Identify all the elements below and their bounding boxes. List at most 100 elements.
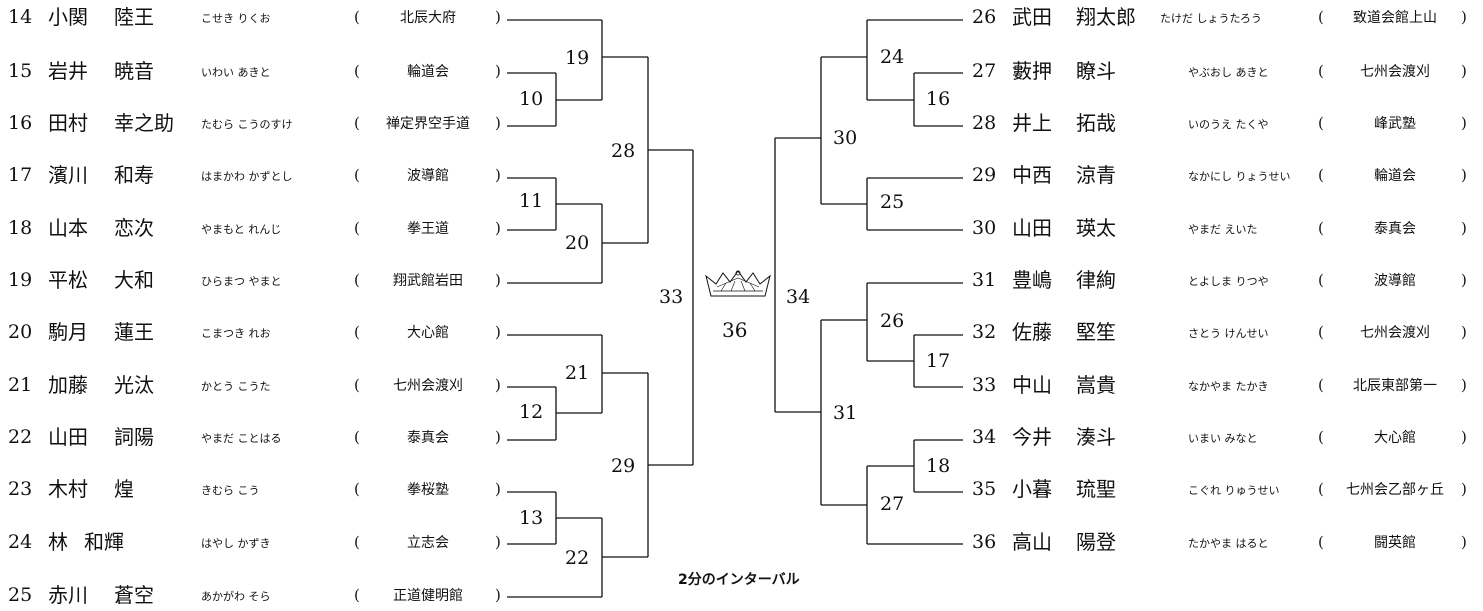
name-reading: いまい みなと — [1188, 432, 1258, 445]
paren-close: ) — [495, 62, 501, 80]
given-name: 瞭斗 — [1076, 59, 1116, 83]
name-reading: いのうえ たくや — [1188, 118, 1269, 131]
entry-number: 24 — [8, 531, 33, 553]
given-name: 大和 — [114, 268, 154, 292]
dojo-name: 翔武館岩田 — [393, 273, 463, 289]
name-reading: やまもと れんじ — [201, 223, 282, 236]
name-reading: ひらまつ やまと — [201, 275, 282, 288]
given-name: 光汰 — [114, 373, 154, 397]
surname: 豊嶋 — [1012, 268, 1052, 292]
dojo-name: 大心館 — [407, 325, 449, 341]
surname: 藪押 — [1012, 59, 1052, 83]
given-name: 涼青 — [1076, 163, 1116, 187]
paren-close: ) — [495, 114, 501, 132]
paren-close: ) — [495, 219, 501, 237]
paren-open: ( — [354, 114, 360, 132]
dojo-name: 輪道会 — [1374, 168, 1416, 184]
paren-open: ( — [1318, 166, 1324, 184]
entry-number: 29 — [972, 164, 997, 186]
match-number: 12 — [519, 401, 544, 423]
bracket-lines-left — [507, 19, 694, 598]
paren-open: ( — [1318, 8, 1324, 26]
paren-open: ( — [1318, 114, 1324, 132]
paren-open: ( — [1318, 480, 1324, 498]
given-name: 陽登 — [1076, 530, 1116, 554]
given-name: 律絢 — [1076, 268, 1116, 292]
match-number: 25 — [880, 191, 905, 213]
dojo-name: 泰真会 — [1374, 221, 1416, 237]
paren-close: ) — [1461, 376, 1467, 394]
dojo-name: 七州会渡刈 — [393, 378, 463, 394]
dojo-name: 立志会 — [407, 535, 449, 551]
surname: 井上 — [1012, 111, 1052, 135]
dojo-name: 禅定界空手道 — [386, 116, 470, 132]
name-reading: たむら こうのすけ — [201, 118, 293, 131]
paren-close: ) — [1461, 114, 1467, 132]
dojo-name: 峰武塾 — [1374, 116, 1416, 132]
dojo-name: 七州会渡刈 — [1360, 64, 1430, 80]
given-name: 和寿 — [114, 163, 154, 187]
paren-close: ) — [495, 8, 501, 26]
match-number: 29 — [611, 455, 636, 477]
dojo-name: 正道健明館 — [393, 588, 463, 604]
entry-number: 26 — [972, 6, 997, 28]
entry-number: 19 — [8, 269, 33, 291]
name-reading: あかがわ そら — [201, 590, 271, 603]
match-number: 22 — [565, 547, 590, 569]
match-number: 34 — [786, 286, 811, 308]
paren-close: ) — [495, 323, 501, 341]
dojo-name: 輪道会 — [407, 64, 449, 80]
given-name: 堅笙 — [1076, 320, 1116, 344]
paren-open: ( — [354, 219, 360, 237]
dojo-name: 波導館 — [407, 168, 449, 184]
surname: 木村 — [48, 477, 88, 501]
surname: 駒月 — [48, 320, 88, 344]
match-number: 13 — [519, 507, 544, 529]
dojo-name: 拳王道 — [407, 221, 449, 237]
name-reading: なかやま たかき — [1188, 380, 1269, 393]
entry-number: 28 — [972, 112, 997, 134]
entry-number: 20 — [8, 321, 33, 343]
surname: 今井 — [1012, 425, 1052, 449]
name-reading: はやし かずき — [201, 537, 271, 550]
entry-number: 25 — [8, 584, 33, 606]
name-reading: こぐれ りゅうせい — [1188, 484, 1280, 497]
paren-open: ( — [354, 428, 360, 446]
match-number: 10 — [519, 88, 544, 110]
paren-close: ) — [495, 166, 501, 184]
surname: 小暮 — [1012, 477, 1052, 501]
entry-number: 30 — [972, 217, 997, 239]
interval-note: 2分のインターバル — [678, 572, 800, 588]
name-reading: やまだ ことはる — [201, 432, 282, 445]
name-reading: たけだ しょうたろう — [1160, 12, 1262, 25]
entry-number: 32 — [972, 321, 997, 343]
entry-number: 14 — [8, 6, 33, 28]
name-reading: きむら こう — [201, 484, 260, 497]
paren-open: ( — [354, 166, 360, 184]
paren-open: ( — [354, 62, 360, 80]
name-reading: かとう こうた — [201, 380, 271, 393]
given-name: 陸王 — [114, 5, 154, 29]
entry-number: 18 — [8, 217, 33, 239]
entry-number: 34 — [972, 426, 997, 448]
match-number: 26 — [880, 310, 905, 332]
entry-number: 16 — [8, 112, 33, 134]
surname: 高山 — [1012, 530, 1052, 554]
entry-number: 35 — [972, 478, 997, 500]
paren-open: ( — [354, 480, 360, 498]
dojo-name: 致道会館上山 — [1353, 10, 1437, 26]
entry-number: 27 — [972, 60, 997, 82]
match-number: 33 — [659, 286, 684, 308]
match-number: 21 — [565, 362, 590, 384]
surname: 武田 — [1012, 5, 1052, 29]
surname: 加藤 — [48, 373, 88, 397]
paren-open: ( — [1318, 376, 1324, 394]
given-name: 湊斗 — [1076, 425, 1116, 449]
surname: 中山 — [1012, 373, 1052, 397]
given-name: 恋次 — [114, 216, 154, 240]
given-name: 煌 — [114, 477, 134, 501]
dojo-name: 七州会渡刈 — [1360, 325, 1430, 341]
paren-open: ( — [354, 323, 360, 341]
paren-open: ( — [1318, 62, 1324, 80]
match-number: 27 — [880, 493, 905, 515]
